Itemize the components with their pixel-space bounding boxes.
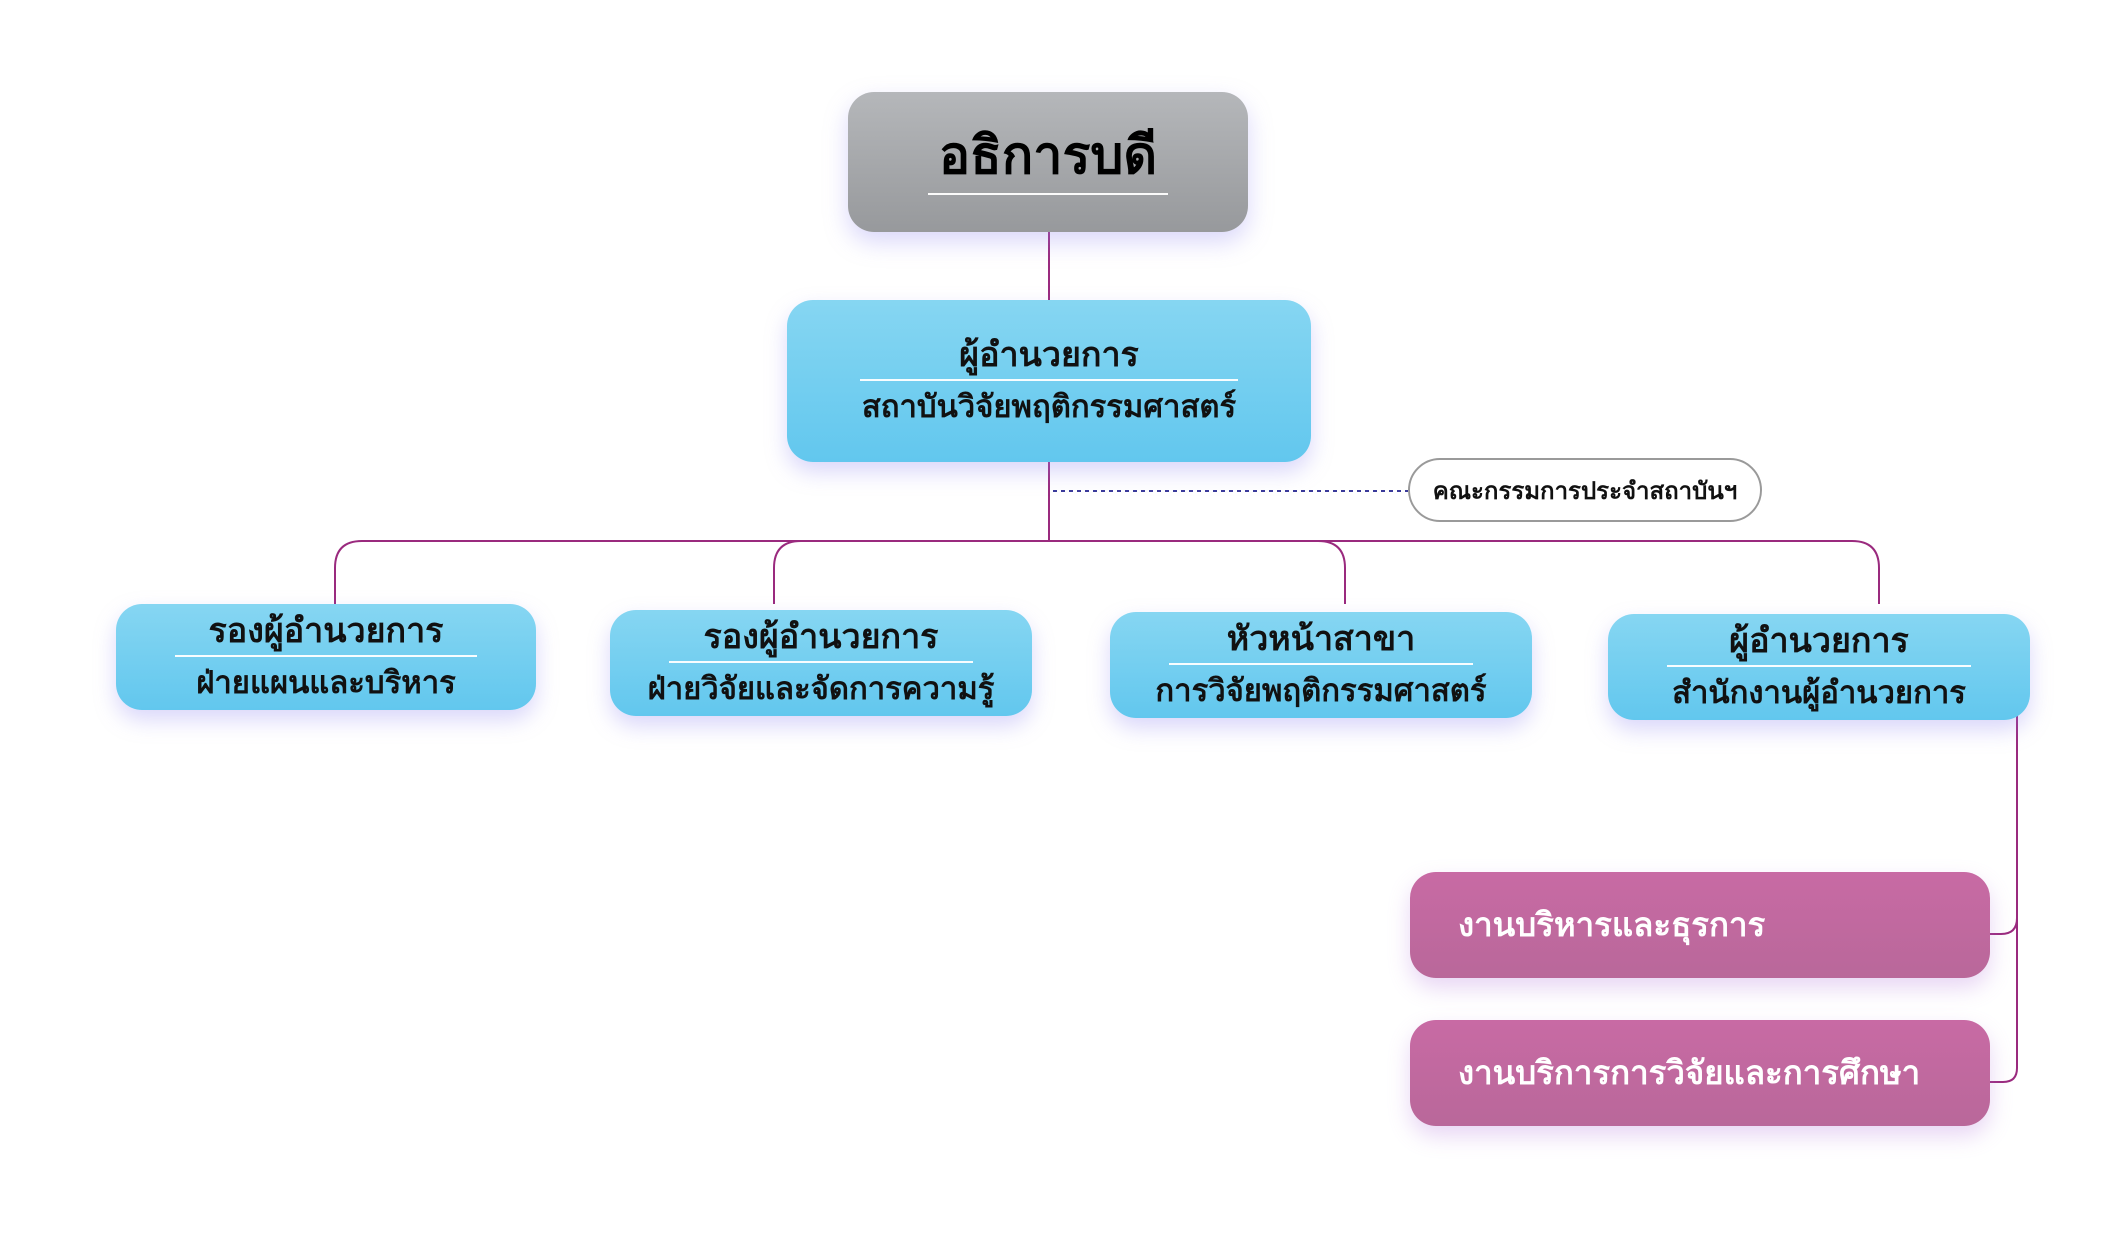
unit-title: ผู้อำนวยการ xyxy=(1729,621,1909,661)
director-title: ผู้อำนวยการ xyxy=(959,335,1139,375)
unit-subtitle: การวิจัยพฤติกรรมศาสตร์ xyxy=(1155,673,1487,709)
connector-office-1 xyxy=(1982,917,2018,935)
unit-box-branch-head: หัวหน้าสาขา การวิจัยพฤติกรรมศาสตร์ xyxy=(1110,612,1532,718)
office-label: งานบริหารและธุรการ xyxy=(1458,905,1766,944)
connector-office-branch xyxy=(1982,712,2018,1083)
unit-box-office-director: ผู้อำนวยการ สำนักงานผู้อำนวยการ xyxy=(1608,614,2030,720)
president-box: อธิการบดี xyxy=(848,92,1248,232)
title-underline xyxy=(174,655,478,657)
unit-box-plan-admin: รองผู้อำนวยการ ฝ่ายแผนและบริหาร xyxy=(116,604,536,710)
unit-box-research-knowledge: รองผู้อำนวยการ ฝ่ายวิจัยและจัดการความรู้ xyxy=(610,610,1032,716)
director-box: ผู้อำนวยการ สถาบันวิจัยพฤติกรรมศาสตร์ xyxy=(787,300,1311,462)
president-label: อธิการบดี xyxy=(938,126,1158,186)
title-underline xyxy=(928,193,1168,195)
office-label: งานบริการการวิจัยและการศึกษา xyxy=(1458,1053,1921,1092)
unit-title: รองผู้อำนวยการ xyxy=(703,617,939,657)
unit-subtitle: ฝ่ายวิจัยและจัดการความรู้ xyxy=(647,671,995,707)
connector-bus xyxy=(334,540,1880,569)
committee-label: คณะกรรมการประจำสถาบันฯ xyxy=(1432,476,1738,505)
director-subtitle: สถาบันวิจัยพฤติกรรมศาสตร์ xyxy=(861,389,1237,425)
committee-box: คณะกรรมการประจำสถาบันฯ xyxy=(1408,458,1762,522)
office-box-research-service: งานบริการการวิจัยและการศึกษา xyxy=(1410,1020,1990,1126)
connector-drop-2 xyxy=(773,540,802,604)
connector-drop-3 xyxy=(1317,540,1346,604)
unit-title: หัวหน้าสาขา xyxy=(1226,619,1416,659)
title-underline xyxy=(669,661,973,663)
unit-subtitle: สำนักงานผู้อำนวยการ xyxy=(1672,675,1966,711)
unit-title: รองผู้อำนวยการ xyxy=(208,611,444,651)
office-box-admin: งานบริหารและธุรการ xyxy=(1410,872,1990,978)
unit-subtitle: ฝ่ายแผนและบริหาร xyxy=(196,665,456,701)
title-underline xyxy=(1667,665,1971,667)
title-underline xyxy=(860,379,1238,381)
title-underline xyxy=(1169,663,1473,665)
